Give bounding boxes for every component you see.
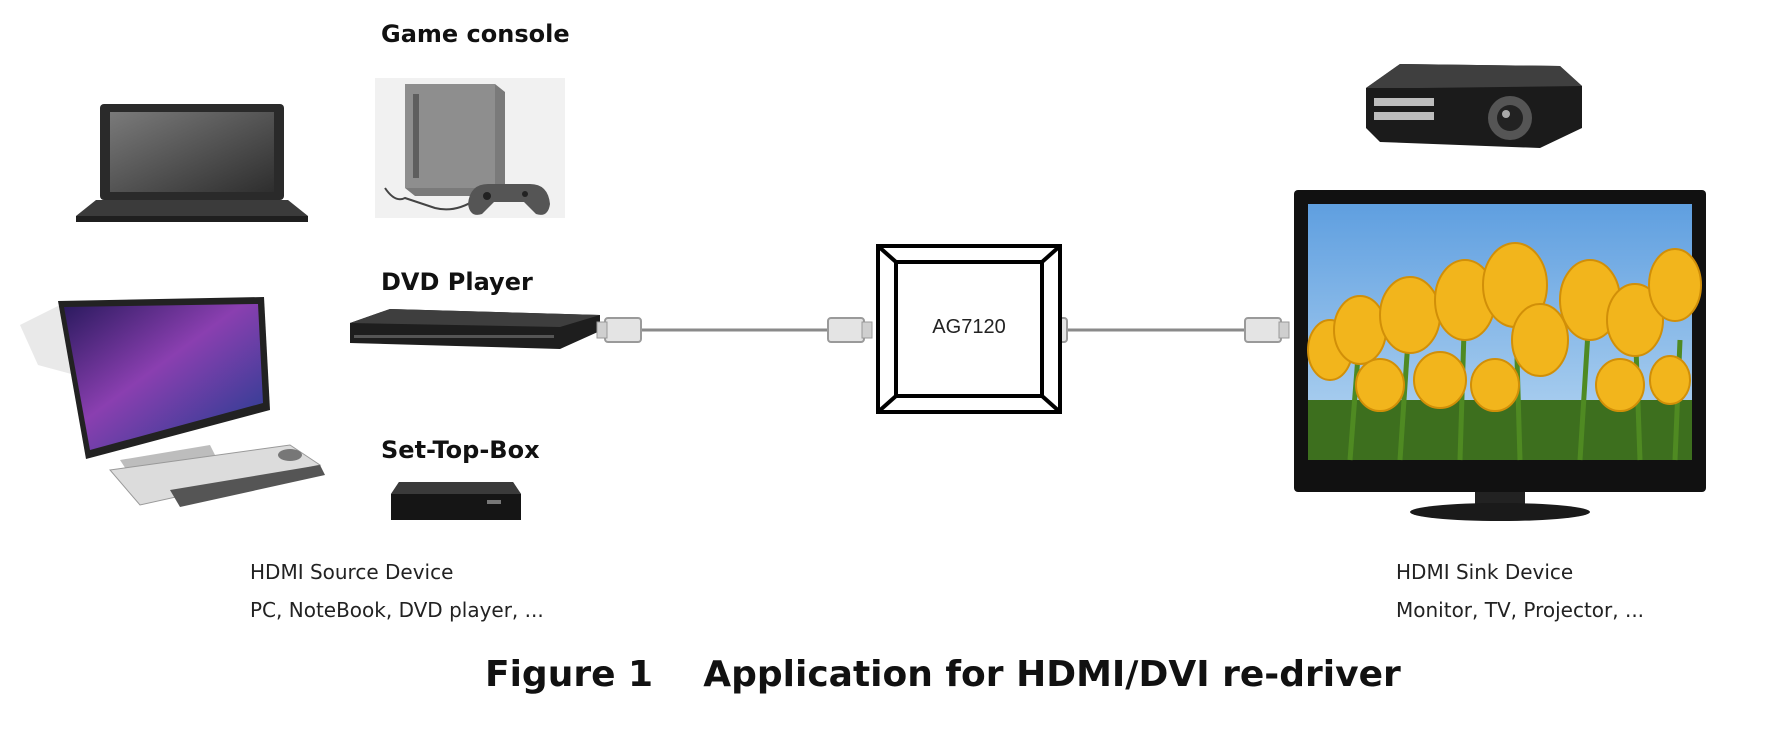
hdmi-connector bbox=[827, 317, 865, 343]
figure-number: Figure 1 bbox=[485, 654, 654, 695]
hdmi-connector bbox=[604, 317, 642, 343]
tv-monitor-icon bbox=[1294, 190, 1706, 521]
game-console-icon bbox=[375, 78, 565, 218]
figure-caption: Figure 1 Application for HDMI/DVI re-dri… bbox=[485, 654, 1401, 695]
projector-icon bbox=[1366, 64, 1582, 148]
set-top-box-label: Set-Top-Box bbox=[381, 436, 540, 464]
chip-label: AG7120 bbox=[932, 316, 1006, 338]
sink-device-examples: Monitor, TV, Projector, ... bbox=[1396, 598, 1645, 622]
dvd-player-icon bbox=[350, 309, 600, 349]
laptop-icon bbox=[76, 104, 308, 222]
hdmi-connector bbox=[1244, 317, 1282, 343]
desktop-pc-icon bbox=[20, 297, 325, 507]
figure-title: Application for HDMI/DVI re-driver bbox=[703, 654, 1401, 695]
chip-frame bbox=[876, 244, 1062, 414]
set-top-box-icon bbox=[391, 482, 521, 520]
sink-device-title: HDMI Sink Device bbox=[1396, 560, 1574, 584]
source-device-examples: PC, NoteBook, DVD player, ... bbox=[250, 598, 544, 622]
game-console-label: Game console bbox=[381, 20, 570, 48]
dvd-player-label: DVD Player bbox=[381, 268, 533, 296]
source-device-title: HDMI Source Device bbox=[250, 560, 454, 584]
ag7120-chip: AG7120 bbox=[876, 244, 1062, 414]
